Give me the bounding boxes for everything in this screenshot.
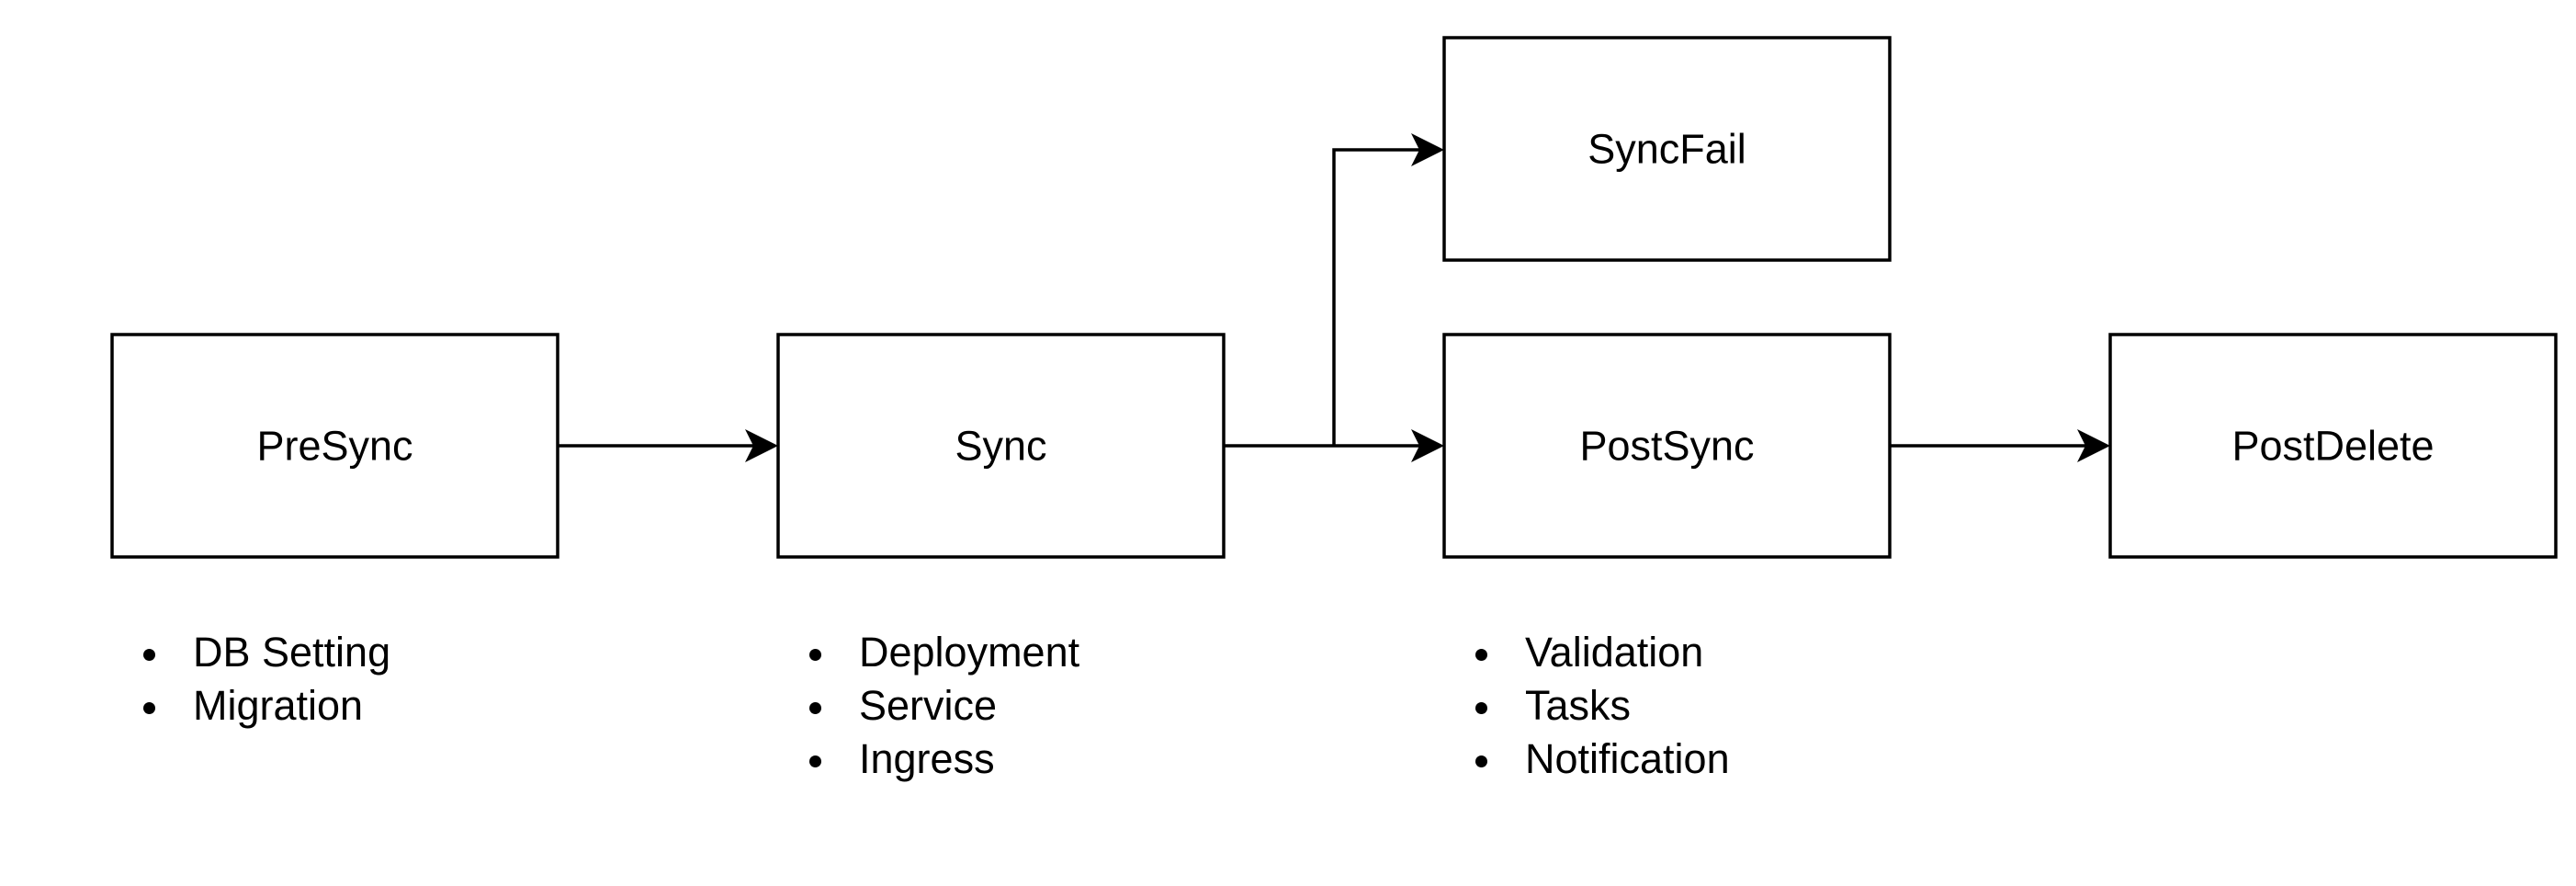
- list-item: Deployment: [808, 626, 1079, 679]
- list-item: Notification: [1474, 733, 1730, 786]
- node-syncfail-label: SyncFail: [1587, 126, 1746, 173]
- edge-sync-to-postsync: [1224, 429, 1444, 462]
- node-syncfail: SyncFail: [1442, 36, 1892, 262]
- node-presync: PreSync: [110, 333, 559, 559]
- node-presync-box: [110, 333, 559, 559]
- node-postsync: PostSync: [1442, 333, 1892, 559]
- edges: [558, 133, 2110, 462]
- list-item: DB Setting: [141, 626, 390, 679]
- list-item: Migration: [141, 679, 390, 733]
- node-postsync-box: [1442, 333, 1892, 559]
- node-sync-label: Sync: [955, 423, 1046, 470]
- node-postdelete-box: [2108, 333, 2558, 559]
- node-postdelete-label: PostDelete: [2231, 423, 2434, 470]
- list-item: Validation: [1474, 626, 1730, 679]
- node-presync-label: PreSync: [256, 423, 412, 470]
- edge-postsync-to-postdelete: [1890, 429, 2110, 462]
- postsync-notes-list: Validation Tasks Notification: [1474, 626, 1730, 786]
- edge-sync-to-syncfail: [1332, 133, 1444, 446]
- node-sync: Sync: [776, 333, 1226, 559]
- sync-notes-list: Deployment Service Ingress: [808, 626, 1079, 786]
- node-postdelete: PostDelete: [2108, 333, 2558, 559]
- list-item: Tasks: [1474, 679, 1730, 733]
- node-syncfail-box: [1442, 36, 1892, 262]
- edge-presync-to-sync: [558, 429, 778, 462]
- list-item: Service: [808, 679, 1079, 733]
- list-item: Ingress: [808, 733, 1079, 786]
- presync-notes-list: DB Setting Migration: [141, 626, 390, 733]
- node-sync-box: [776, 333, 1226, 559]
- node-postsync-label: PostSync: [1579, 423, 1754, 470]
